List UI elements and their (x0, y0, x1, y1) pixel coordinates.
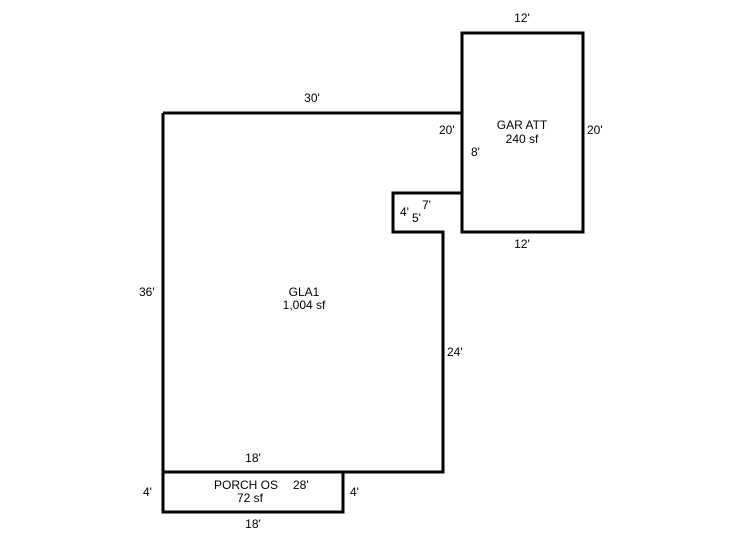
porch-left-dimension: 4' (143, 485, 152, 499)
gla-left-dimension: 36' (139, 285, 155, 299)
garage-outline (460, 31, 585, 234)
gla-right-upper-dimension: 20' (439, 123, 455, 137)
gla-bottom-dimension: 18' (245, 451, 261, 465)
garage-right-dimension: 20' (587, 123, 603, 137)
garage-bottom-dimension: 12' (514, 237, 530, 251)
garage-top-dimension: 12' (514, 11, 530, 25)
porch-outline (161, 470, 345, 514)
gla-right-lower-dimension: 24' (447, 345, 463, 359)
garage-area: 240 sf (505, 132, 539, 146)
porch-area: 72 sf (236, 491, 264, 505)
porch-bottom-dimension: 18' (245, 517, 261, 531)
notch-bottom-dimension: 5' (412, 211, 421, 225)
porch-right-dimension: 4' (350, 485, 359, 499)
gla-top-dimension: 30' (304, 91, 320, 105)
gla1-area: 1,004 sf (282, 298, 326, 312)
porch-name: PORCH OS (214, 478, 279, 492)
notch-right-dimension: 8' (471, 145, 480, 159)
garage-name: GAR ATT (496, 118, 548, 132)
gla1-name: GLA1 (288, 285, 320, 299)
porch-top-extra-dimension: 28' (293, 478, 309, 492)
notch-left-dimension: 4' (400, 205, 409, 219)
notch-top-dimension: 7' (422, 198, 431, 212)
